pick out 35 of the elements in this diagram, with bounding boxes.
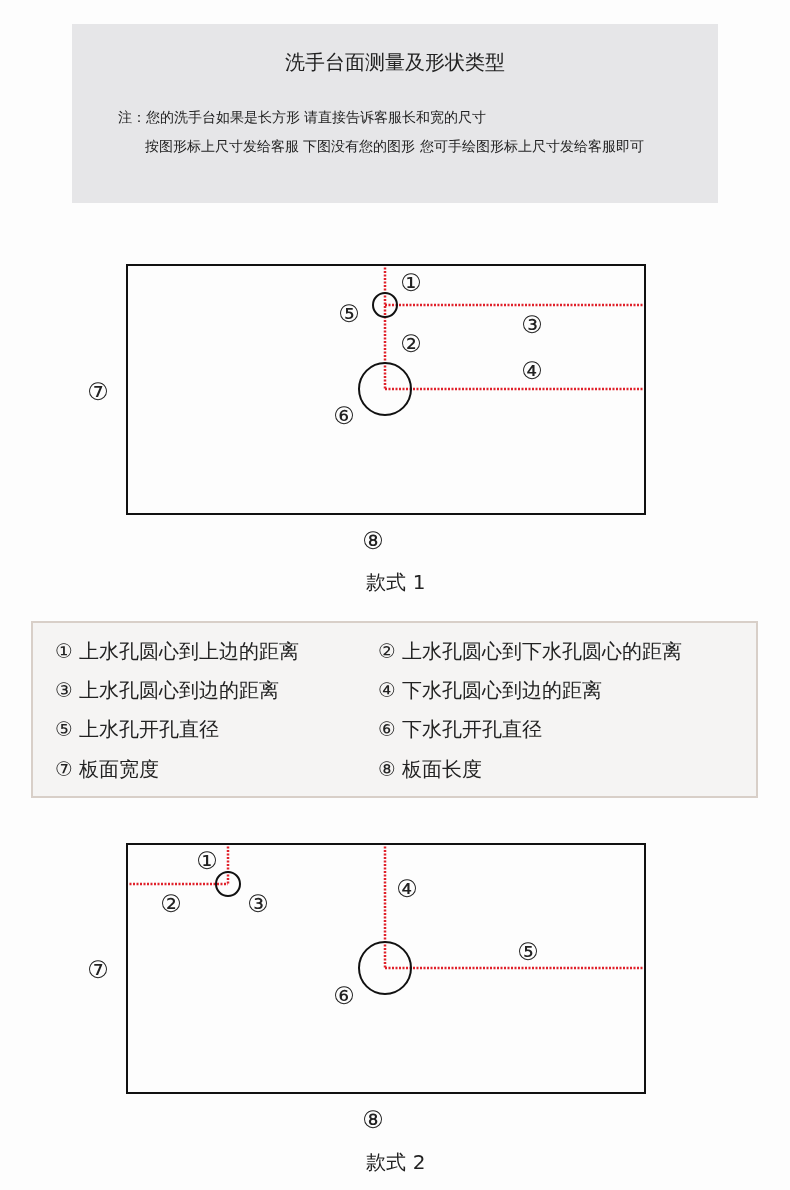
- countertop-outline: [126, 843, 646, 1094]
- callout-number: ④: [396, 875, 418, 903]
- callout-number: ⑦: [87, 378, 109, 406]
- note-text: 按图形标上尺寸发给客服 下图没有您的图形 您可手绘图形标上尺寸发给客服即可: [145, 138, 644, 154]
- callout-number: ⑧: [362, 527, 384, 555]
- callout-number: ②: [160, 890, 182, 918]
- callout-number: ⑦: [87, 956, 109, 984]
- callout-number: ⑧: [362, 1106, 384, 1134]
- title-text: 洗手台面测量及形状类型: [284, 51, 506, 73]
- hole-circle: [358, 941, 412, 995]
- legend-item: ⑥ 下水孔开孔直径: [378, 718, 543, 740]
- callout-number: ③: [521, 311, 543, 339]
- callout-number: ⑥: [333, 982, 355, 1010]
- legend-item: ③ 上水孔圆心到边的距离: [55, 679, 280, 701]
- callout-number: ⑤: [517, 938, 539, 966]
- callout-number: ②: [400, 330, 422, 358]
- note-text: 注：您的洗手台如果是长方形 请直接告诉客服长和宽的尺寸: [118, 109, 487, 125]
- legend-item: ② 上水孔圆心到下水孔圆心的距离: [378, 640, 683, 662]
- callout-number: ⑤: [338, 300, 360, 328]
- legend-item: ⑧ 板面长度: [378, 758, 483, 780]
- style-caption: 款式 2: [366, 1151, 426, 1173]
- legend-item: ① 上水孔圆心到上边的距离: [55, 640, 300, 662]
- callout-number: ①: [196, 847, 218, 875]
- callout-number: ①: [400, 269, 422, 297]
- legend-item: ④ 下水孔圆心到边的距离: [378, 679, 603, 701]
- callout-number: ⑥: [333, 402, 355, 430]
- legend-item: ⑤ 上水孔开孔直径: [55, 718, 220, 740]
- legend-item: ⑦ 板面宽度: [55, 758, 160, 780]
- hole-circle: [215, 871, 241, 897]
- hole-circle: [372, 292, 398, 318]
- callout-number: ④: [521, 357, 543, 385]
- style-caption: 款式 1: [366, 571, 426, 593]
- hole-circle: [358, 362, 412, 416]
- countertop-outline: [126, 264, 646, 515]
- callout-number: ③: [247, 890, 269, 918]
